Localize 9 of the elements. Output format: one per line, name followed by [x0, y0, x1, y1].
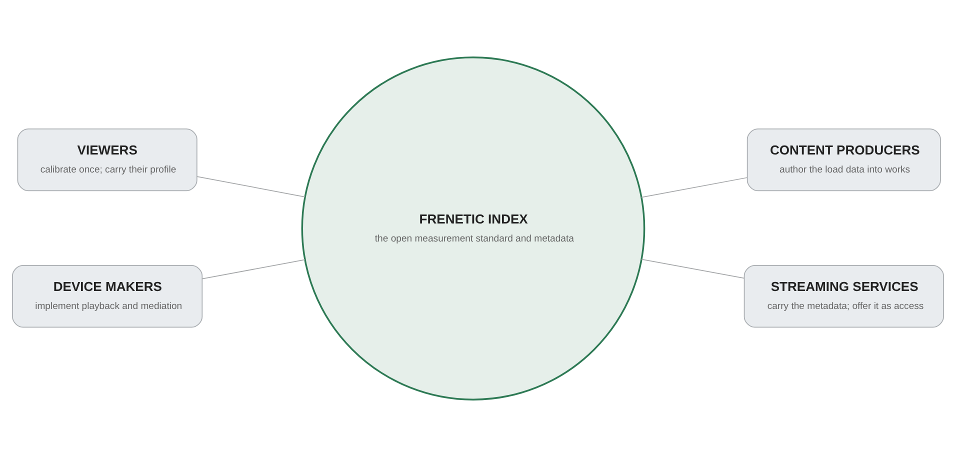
node-box: VIEWERS calibrate once; carry their profile [17, 128, 198, 192]
node-circle: FRENETIC INDEX the open measurement standard and metadata [301, 56, 646, 400]
connector [641, 258, 744, 279]
node-box: DEVICE MAKERS implement playback and mediation [12, 265, 203, 328]
node-box: STREAMING SERVICES carry the metadata; offer it as access [744, 265, 944, 328]
connector [641, 177, 748, 198]
connector [196, 176, 306, 198]
connector [202, 259, 306, 280]
node-box: CONTENT PRODUCERS author the load data into works [746, 128, 941, 192]
